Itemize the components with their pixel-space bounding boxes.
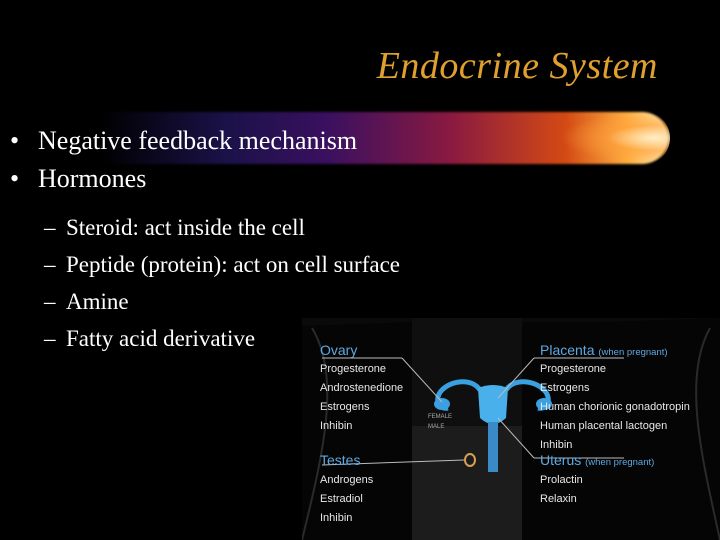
male-label: MALE	[428, 424, 445, 430]
sub-bullet-dash: –	[44, 252, 56, 277]
testes-hormone: Androgens	[320, 474, 374, 486]
sub-bullet-text: Steroid: act inside the cell	[66, 215, 305, 240]
sub-bullet-dash: –	[44, 326, 56, 351]
uterus-label: Uterus (when pregnant)	[540, 452, 654, 468]
bullet-dot: •	[10, 164, 20, 193]
testes-hormone: Inhibin	[320, 512, 353, 524]
bullet-text: Negative feedback mechanism	[38, 126, 358, 155]
decorative-glow-highlight	[560, 112, 670, 164]
placenta-hormone: Human placental lactogen	[540, 420, 668, 432]
torso-outline	[302, 327, 720, 540]
placenta-name: Placenta	[540, 342, 595, 358]
sub-bullet-item: – Fatty acid derivative	[44, 320, 400, 357]
placenta-hormone: Human chorionic gonadotropin	[540, 401, 690, 413]
slide-title: Endocrine System	[376, 45, 658, 87]
bullet-item: • Hormones	[6, 160, 357, 198]
ovary-hormone: Androstenedione	[320, 382, 404, 394]
sub-bullet-item: – Steroid: act inside the cell	[44, 209, 400, 246]
pointer-lines	[321, 357, 624, 466]
placenta-hormone: Inhibin	[540, 439, 573, 451]
sub-bullet-item: – Amine	[44, 283, 400, 320]
female-label: FEMALE	[428, 414, 453, 420]
ovary-label: Ovary	[320, 342, 358, 358]
sub-bullet-text: Amine	[66, 289, 129, 314]
placenta-label: Placenta (when pregnant)	[540, 342, 668, 358]
uterus-hormone: Prolactin	[540, 474, 583, 486]
sub-bullet-dash: –	[44, 289, 56, 314]
uterus-hormone: Relaxin	[540, 493, 577, 505]
ovary-hormone: Estrogens	[320, 401, 370, 413]
bullet-item: • Negative feedback mechanism	[6, 122, 357, 160]
figure-illustration	[302, 318, 720, 540]
sub-bullet-item: – Peptide (protein): act on cell surface	[44, 246, 400, 283]
ovary-hormone: Inhibin	[320, 420, 353, 432]
male-section-bg	[412, 426, 522, 540]
sub-bullet-dash: –	[44, 215, 56, 240]
uterus-name: Uterus	[540, 452, 582, 468]
sub-bullet-text: Peptide (protein): act on cell surface	[66, 252, 400, 277]
testes-label: Testes	[320, 452, 361, 468]
bullet-dot: •	[10, 126, 20, 155]
sub-bullet-text: Fatty acid derivative	[66, 326, 256, 351]
placenta-hormone: Progesterone	[540, 363, 607, 375]
endocrine-figure: FEMALE MALE Ovary Progesterone Androsten…	[302, 318, 720, 540]
bullet-text: Hormones	[38, 164, 147, 193]
placenta-hormone: Estrogens	[540, 382, 590, 394]
ovary-hormone: Progesterone	[320, 363, 387, 375]
sub-bullet-list: – Steroid: act inside the cell – Peptide…	[44, 209, 400, 357]
placenta-qualifier: (when pregnant)	[598, 347, 668, 358]
testis-organ	[464, 453, 476, 467]
uterus-qualifier: (when pregnant)	[585, 457, 655, 468]
bullet-list: • Negative feedback mechanism • Hormones	[6, 122, 357, 198]
testes-hormone: Estradiol	[320, 493, 363, 505]
